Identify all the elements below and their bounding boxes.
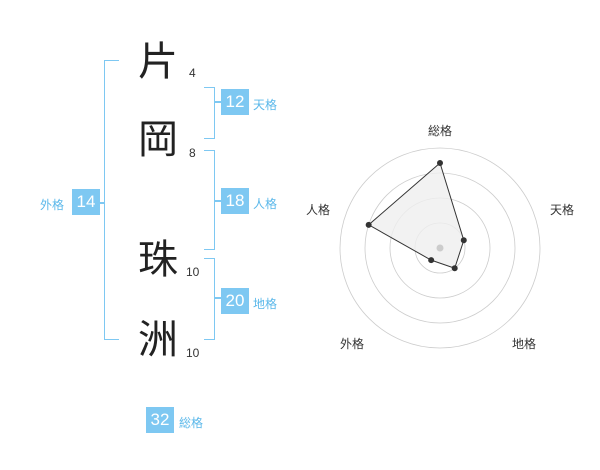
chikaku-connector xyxy=(215,297,221,299)
jinkaku-connector xyxy=(215,200,221,202)
radar-center-dot xyxy=(436,244,444,252)
soukaku-label: 総格 xyxy=(179,416,204,430)
stroke-count-3: 10 xyxy=(186,265,200,279)
radar-label-soukaku: 総格 xyxy=(427,124,452,138)
chikaku-value: 20 xyxy=(221,288,249,314)
stroke-count-4: 10 xyxy=(186,346,200,360)
chikaku-label: 地格 xyxy=(253,297,278,311)
tenkaku-value: 12 xyxy=(221,89,249,115)
radar-label-tenkaku: 天格 xyxy=(549,203,574,217)
tenkaku-connector xyxy=(215,101,221,103)
stroke-count-1: 4 xyxy=(189,66,196,80)
gaikaku-label: 外格 xyxy=(40,198,65,212)
tenkaku-label: 天格 xyxy=(253,98,278,112)
radar-point-4 xyxy=(365,221,372,228)
jinkaku-label: 人格 xyxy=(253,197,278,211)
stroke-count-2: 8 xyxy=(189,146,196,160)
radar-label-gaikaku: 外格 xyxy=(339,337,364,351)
gaikaku-connector xyxy=(100,202,105,204)
jinkaku-bracket xyxy=(204,150,215,250)
jinkaku-value: 18 xyxy=(221,188,249,214)
name-char-2: 岡 xyxy=(138,117,178,163)
soukaku-value: 32 xyxy=(146,407,174,433)
gaikaku-bracket xyxy=(104,60,119,340)
radar-label-chikaku: 地格 xyxy=(511,337,536,351)
name-char-1: 片 xyxy=(138,39,178,85)
chikaku-bracket xyxy=(204,258,215,340)
name-char-3: 珠 xyxy=(138,237,178,283)
name-char-4: 洲 xyxy=(138,317,178,363)
radar-point-3 xyxy=(428,257,435,264)
radar-point-0 xyxy=(437,160,443,166)
gaikaku-value: 14 xyxy=(72,189,100,215)
radar-label-jinkaku: 人格 xyxy=(305,203,330,217)
radar-series-area xyxy=(367,162,465,269)
radar-point-2 xyxy=(451,265,458,272)
radar-point-1 xyxy=(460,237,467,244)
radar-grid-ring xyxy=(339,147,541,349)
tenkaku-bracket xyxy=(204,87,215,139)
